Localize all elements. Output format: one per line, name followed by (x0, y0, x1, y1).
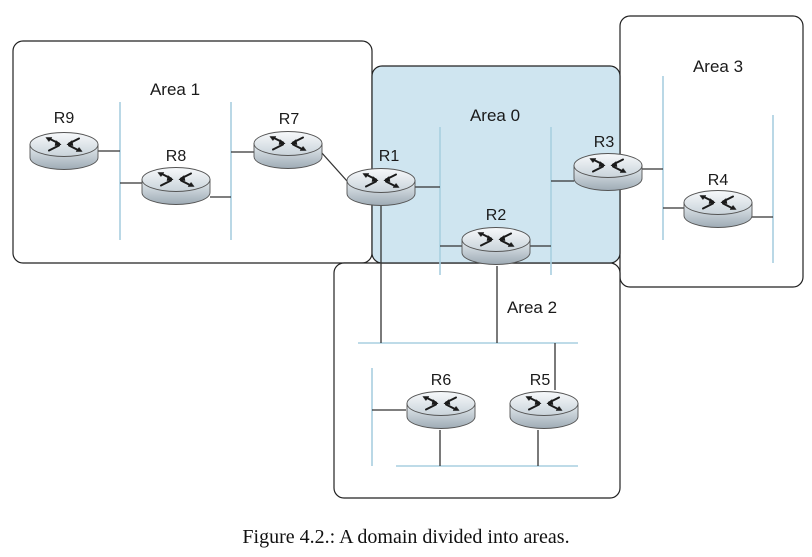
router-links (98, 150, 773, 466)
area-2-box (333, 262, 621, 499)
area-1-label: Area 1 (150, 80, 200, 99)
router-r6-icon (406, 391, 476, 429)
router-r8-label: R8 (166, 148, 187, 165)
network-segments (119, 76, 774, 467)
router-r7-label: R7 (279, 111, 300, 128)
router-r1-icon (346, 168, 416, 206)
router-r4-label: R4 (708, 172, 729, 189)
router-r2-label: R2 (486, 207, 507, 224)
area-0-label: Area 0 (470, 106, 520, 125)
router-r7-icon (253, 131, 323, 169)
area-3-label: Area 3 (693, 57, 743, 76)
link-r7-r1 (320, 151, 348, 182)
figure-caption: Figure 4.2.: A domain divided into areas… (242, 526, 570, 548)
ospf-area-diagram: Area 1 Area 0 Area 3 Area 2 R9 R8 R7 R1 … (12, 15, 804, 499)
routers (29, 131, 753, 429)
router-r3-label: R3 (594, 134, 615, 151)
router-r6-label: R6 (431, 372, 452, 389)
router-r8-icon (141, 167, 211, 205)
router-r5-icon (509, 391, 579, 429)
router-r9-icon (29, 132, 99, 170)
router-r2-icon (461, 227, 531, 265)
router-r5-label: R5 (530, 372, 551, 389)
router-r3-icon (573, 153, 643, 191)
router-r1-label: R1 (379, 148, 400, 165)
router-r9-label: R9 (54, 110, 75, 127)
router-r4-icon (683, 190, 753, 228)
area-2-label: Area 2 (507, 298, 557, 317)
